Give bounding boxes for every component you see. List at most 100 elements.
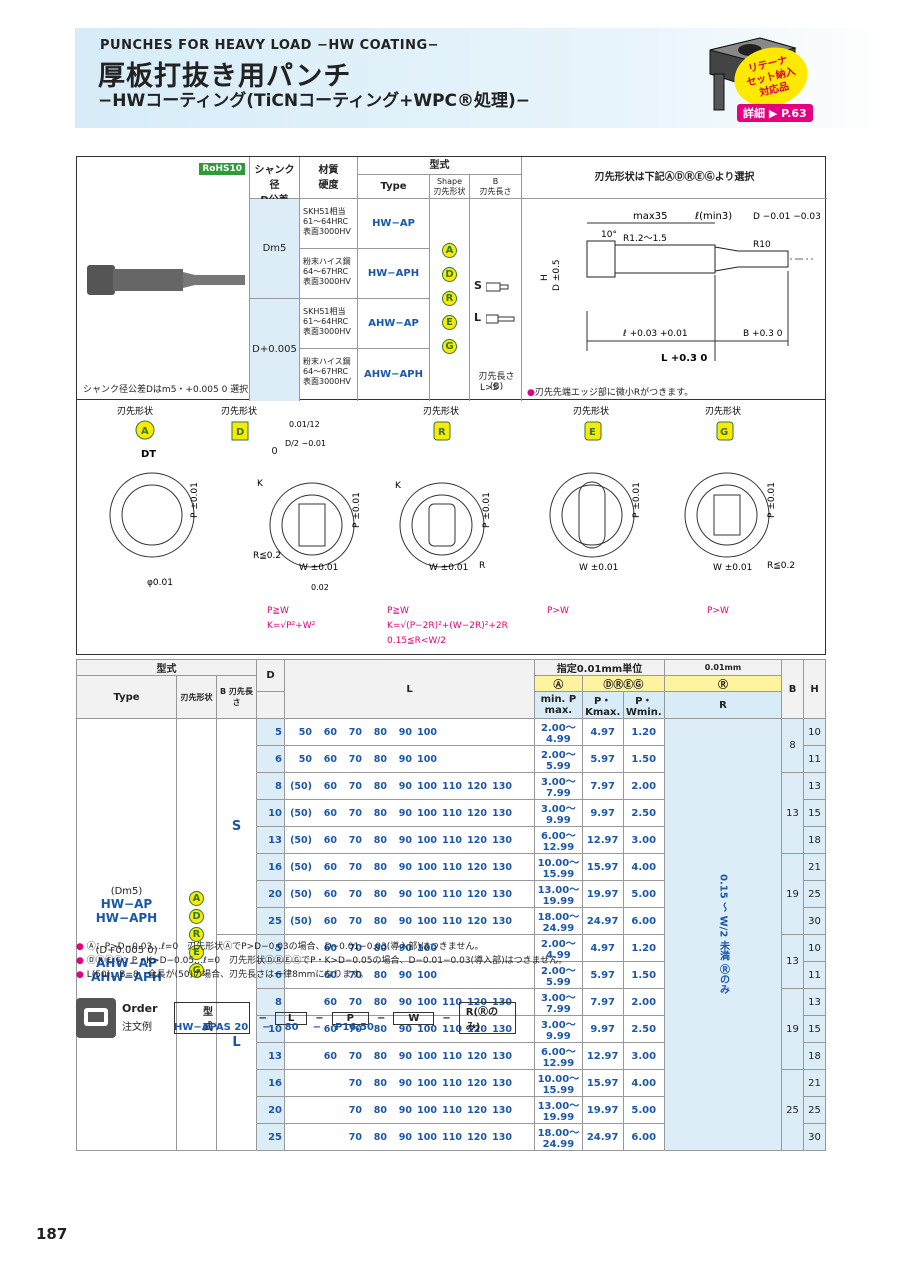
shape-list: A D R E G <box>430 199 470 401</box>
l-value: 100 <box>417 1023 437 1035</box>
h-cell: 21 <box>803 853 826 881</box>
l-value: 110 <box>442 888 462 900</box>
l-value: 60 <box>323 753 337 765</box>
l-value: 120 <box>467 780 487 792</box>
shape-a-icon: A <box>189 891 204 906</box>
l-value: 110 <box>442 1131 462 1143</box>
b-cell: 8 <box>781 718 804 773</box>
shape-e-p: P ±0.01 <box>632 482 642 518</box>
l-value: 120 <box>467 1050 487 1062</box>
shape-g-box <box>716 421 734 441</box>
shape-r-letter: R <box>438 427 446 438</box>
shape-a-icon: A <box>442 243 457 258</box>
p-cell: 18.00〜24.99 <box>534 1123 583 1151</box>
l-value: 50 <box>298 753 312 765</box>
h-cell: 25 <box>803 880 826 908</box>
l-value: 130 <box>492 780 512 792</box>
l-value: 90 <box>398 1131 412 1143</box>
shape-d-p: P ±0.01 <box>352 492 362 528</box>
b-l-icon <box>486 314 515 324</box>
note-3-text: L(50)…B=8 全長が(50)の場合、刃先長さは一律8mmになります。 <box>86 970 369 980</box>
shape-e-letter: E <box>589 427 596 438</box>
p-cell: 18.00〜24.99 <box>534 907 583 935</box>
h-cell: 25 <box>803 1096 826 1124</box>
pk-cell: 24.97 <box>581 907 624 935</box>
material-label: 材質 <box>318 165 339 176</box>
shape-e-box <box>584 421 602 441</box>
l-value: 80 <box>373 753 387 765</box>
th-shape: 刃先形状 <box>176 675 217 719</box>
dim-r10: R10 <box>753 240 771 250</box>
p-cell: 13.00〜19.99 <box>534 1096 583 1124</box>
shape-a-label: 刃先形状 <box>117 405 153 417</box>
l-value: 80 <box>373 969 387 981</box>
pw-cell: 1.20 <box>622 718 665 746</box>
h-cell: 15 <box>803 799 826 827</box>
l-value: 80 <box>373 1050 387 1062</box>
pw-cell: 2.50 <box>622 1015 665 1043</box>
th-pk: P・Kmax. <box>581 691 624 719</box>
l-value: 90 <box>398 888 412 900</box>
pw-cell: 5.00 <box>622 880 665 908</box>
detail-link[interactable]: 詳細 ▶ P.63 <box>737 104 813 122</box>
l-value: 130 <box>492 915 512 927</box>
shank-label: シャンク径 <box>254 165 295 191</box>
dplus-cell: D+0.005 0 <box>250 299 300 457</box>
shape-e-slot <box>578 481 606 549</box>
note-g1: P>W <box>707 606 729 616</box>
dim-10deg: 10° <box>601 230 617 240</box>
l-value: 80 <box>373 1023 387 1035</box>
l-value: 100 <box>417 807 437 819</box>
l-value: 120 <box>467 807 487 819</box>
l-value: 130 <box>492 1023 512 1035</box>
h-cell: 11 <box>803 961 826 989</box>
type-label: (D+0.005 0) <box>95 944 158 956</box>
p-cell: 2.00〜 4.99 <box>534 934 583 962</box>
blen-cell: L <box>216 934 257 1151</box>
edge-note-text: 刃先先端エッジ部に微小Rがつきます。 <box>534 388 694 398</box>
b-cell: 13 <box>781 934 804 989</box>
p-cell: 3.00〜 7.99 <box>534 988 583 1016</box>
d-cell: 10 <box>256 799 285 827</box>
pk-cell: 12.97 <box>581 826 624 854</box>
l-value: 70 <box>348 1131 362 1143</box>
note-3: ● L(50)…B=8 全長が(50)の場合、刃先長さは一律8mmになります。 <box>76 968 567 982</box>
shape-r-r: R <box>479 561 485 571</box>
h-cell: 10 <box>803 934 826 962</box>
note-1-text: Ⓐ：P>D−0.03…ℓ=0 刃先形状ⒶでP>D−0.03の場合、D−0.01−… <box>86 942 484 952</box>
l-value: 120 <box>467 1077 487 1089</box>
dim-d05: D ±0.5 <box>552 259 562 291</box>
order-label-jp: 注文例 <box>122 1022 152 1033</box>
note-r3: 0.15≦R<W/2 <box>387 636 446 646</box>
pk-cell: 7.97 <box>581 772 624 800</box>
dim-ell: ℓ +0.03 +0.01 <box>622 329 688 339</box>
page-number: 187 <box>36 1225 68 1243</box>
shape-d-label: 刃先形状 <box>221 405 257 417</box>
type-label: HW−AP <box>100 896 153 911</box>
pw-cell: 4.00 <box>622 853 665 881</box>
l-value: 70 <box>348 1104 362 1116</box>
material-2: 粉末ハイス鋼 64〜67HRC 表面3000HV <box>300 249 358 299</box>
l-value: 80 <box>373 942 387 954</box>
l-value: 90 <box>398 969 412 981</box>
p-cell: 3.00〜 7.99 <box>534 772 583 800</box>
h-cell: 15 <box>803 1015 826 1043</box>
edge-note: ●刃先先端エッジ部に微小Rがつきます。 <box>527 385 693 398</box>
l-value: 90 <box>398 726 412 738</box>
pk-cell: 19.97 <box>581 1096 624 1124</box>
l-value: 90 <box>398 996 412 1008</box>
th-a: Ⓐ <box>534 675 583 692</box>
punch-photo <box>87 265 245 295</box>
b-cell: 19 <box>781 853 804 935</box>
